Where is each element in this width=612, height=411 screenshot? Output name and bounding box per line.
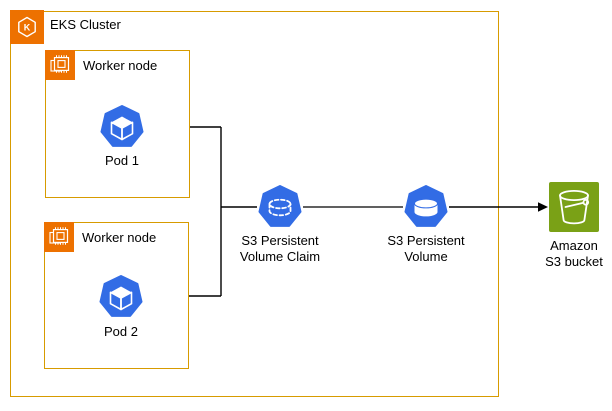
persistent-volume-claim-icon <box>258 185 302 227</box>
pod-icon <box>100 105 144 147</box>
pod-icon <box>99 275 143 317</box>
eks-cluster-label: EKS Cluster <box>50 17 121 32</box>
s3-bucket-label: Amazon S3 bucket <box>545 238 603 269</box>
pv-label: S3 Persistent Volume <box>387 233 465 264</box>
worker-node-label: Worker node <box>83 58 158 73</box>
compute-chip-icon <box>45 50 75 80</box>
pod-2-label: Pod 2 <box>104 324 138 339</box>
svg-text:K: K <box>24 23 31 33</box>
persistent-volume-icon <box>404 185 448 227</box>
s3-bucket-icon <box>549 182 599 232</box>
pvc-label: S3 Persistent Volume Claim <box>239 233 321 264</box>
compute-chip-icon <box>44 222 74 252</box>
eks-service-icon: K <box>10 10 44 44</box>
eks-cluster-box <box>10 11 499 397</box>
worker-node-label: Worker node <box>82 230 157 245</box>
pod-1-label: Pod 1 <box>105 153 139 168</box>
